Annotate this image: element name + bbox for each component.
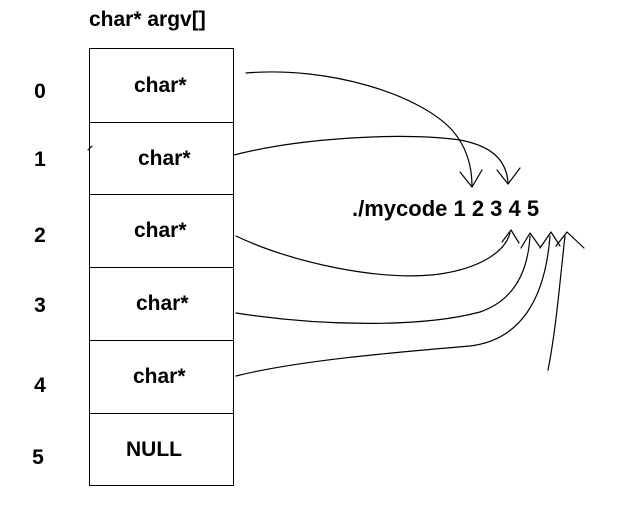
array-cell-3-label: char* bbox=[136, 292, 189, 315]
arrow-argv2-head bbox=[501, 229, 520, 244]
arrow-argv1 bbox=[233, 135, 509, 183]
array-cell-2: char* bbox=[89, 194, 234, 268]
command-line-text: ./mycode 1 2 3 4 5 bbox=[352, 196, 540, 221]
array-cell-3: char* bbox=[89, 267, 234, 341]
array-cell-0: char* bbox=[89, 48, 234, 123]
arrow-argv3-head bbox=[520, 232, 541, 249]
array-cell-5: NULL bbox=[89, 413, 234, 486]
array-cell-4-label: char* bbox=[133, 365, 186, 388]
array-title: char* argv[] bbox=[89, 8, 206, 31]
arrow-argv4 bbox=[235, 235, 551, 377]
arrow-argv2 bbox=[235, 232, 511, 277]
index-label-3: 3 bbox=[34, 294, 46, 317]
array-cell-0-label: char* bbox=[134, 73, 187, 97]
index-label-1: 1 bbox=[34, 148, 46, 171]
arrow-argv0 bbox=[245, 71, 473, 187]
index-label-5: 5 bbox=[32, 446, 44, 469]
array-cell-1-label: char* bbox=[138, 146, 191, 170]
array-cell-2-label: char* bbox=[134, 219, 187, 242]
arrow-argv3 bbox=[235, 235, 531, 324]
array-cell-5-label: NULL bbox=[126, 437, 182, 461]
index-label-0: 0 bbox=[34, 80, 46, 103]
arrow-argv0-head bbox=[459, 169, 483, 188]
arrow-argv1-tick bbox=[87, 145, 93, 151]
arrow-argv1-head bbox=[496, 167, 521, 185]
index-label-4: 4 bbox=[34, 374, 46, 397]
arrow-null-head bbox=[555, 231, 585, 249]
index-label-2: 2 bbox=[34, 224, 46, 247]
arrow-null bbox=[547, 235, 566, 371]
arrow-argv4-head bbox=[539, 231, 561, 249]
array-cell-4: char* bbox=[89, 340, 234, 414]
